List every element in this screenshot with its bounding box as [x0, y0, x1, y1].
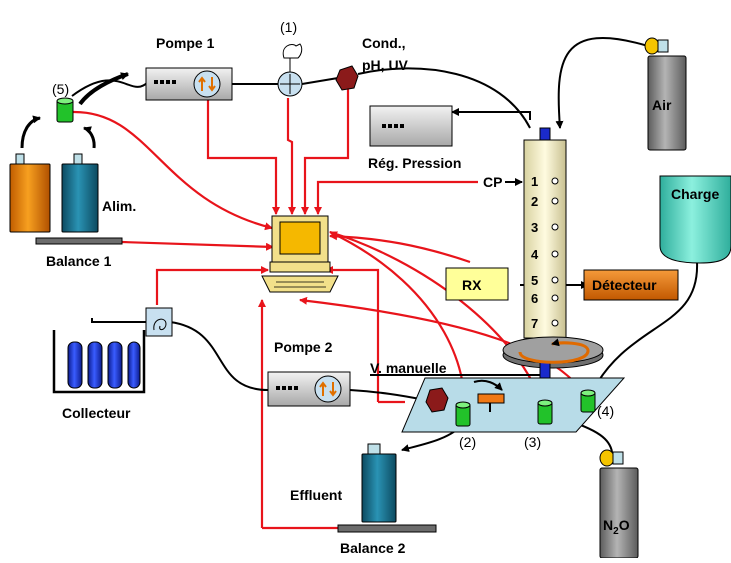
teal-feed-tank: [61, 153, 99, 233]
balance-1-label: Balance 1: [46, 253, 112, 269]
port-label: 3: [531, 220, 538, 235]
port-icon: [551, 177, 559, 185]
fitting-3-label: (3): [524, 434, 541, 450]
valve-1-label: (1): [280, 19, 297, 35]
port-icon: [551, 197, 559, 205]
fitting-5: [56, 97, 74, 123]
outlet-valve: [425, 387, 449, 413]
balance-2-plate: [337, 524, 437, 533]
port-icon: [551, 294, 559, 302]
fitting-4: [580, 389, 596, 413]
alim-label: Alim.: [102, 198, 136, 214]
cp-label: CP: [483, 174, 502, 190]
collecteur-label: Collecteur: [62, 405, 131, 421]
detector: [583, 269, 679, 301]
port-icon: [551, 250, 559, 258]
orange-feed-tank: [9, 153, 51, 233]
air-label: Air: [652, 97, 672, 113]
port-label: 2: [531, 194, 538, 209]
air-cylinder: [644, 37, 687, 151]
port-label: 4: [531, 247, 539, 262]
cond-label-2: pH, UV: [362, 57, 409, 73]
balance-2-label: Balance 2: [340, 540, 406, 556]
manual-valve[interactable]: [473, 379, 505, 412]
fitting-4-label: (4): [597, 403, 614, 419]
charge-label: Charge: [671, 186, 719, 202]
pressure-regulator[interactable]: [369, 105, 453, 147]
n2o-label: N2O: [603, 517, 630, 537]
port-icon: [551, 223, 559, 231]
balance-1-plate: [35, 237, 123, 245]
port-label: 5: [531, 273, 538, 288]
fraction-collector: [52, 307, 173, 394]
rx-source: [445, 267, 509, 301]
conductivity-sensor: [335, 65, 359, 91]
port-label: 6: [531, 291, 538, 306]
fitting-2-label: (2): [459, 434, 476, 450]
fitting-5-label: (5): [52, 81, 69, 97]
column-ports: 1 2 3 4 5 6 7: [531, 174, 559, 331]
pump-2[interactable]: [267, 371, 351, 407]
valve-1[interactable]: [277, 43, 303, 97]
column: [502, 127, 604, 381]
pump-2-label: Pompe 2: [274, 339, 333, 355]
rx-label: RX: [462, 277, 482, 293]
effluent-tank: [361, 443, 397, 523]
feed-flow-arrows: [20, 72, 129, 149]
fitting-3: [537, 399, 553, 425]
fitting-2: [455, 401, 471, 427]
cond-label: Cond.,: [362, 35, 406, 51]
computer-icon[interactable]: [261, 215, 339, 293]
detecteur-label: Détecteur: [592, 277, 657, 293]
v-manuelle-label: V. manuelle: [370, 360, 447, 376]
effluent-label: Effluent: [290, 487, 342, 503]
port-label: 1: [531, 174, 538, 189]
pump-1-label: Pompe 1: [156, 35, 215, 51]
port-icon: [551, 319, 559, 327]
port-label: 7: [531, 316, 538, 331]
n2o-cylinder: [599, 449, 639, 559]
port-icon: [551, 276, 559, 284]
pump-1[interactable]: [145, 67, 233, 101]
reg-pression-label: Rég. Pression: [368, 155, 461, 171]
